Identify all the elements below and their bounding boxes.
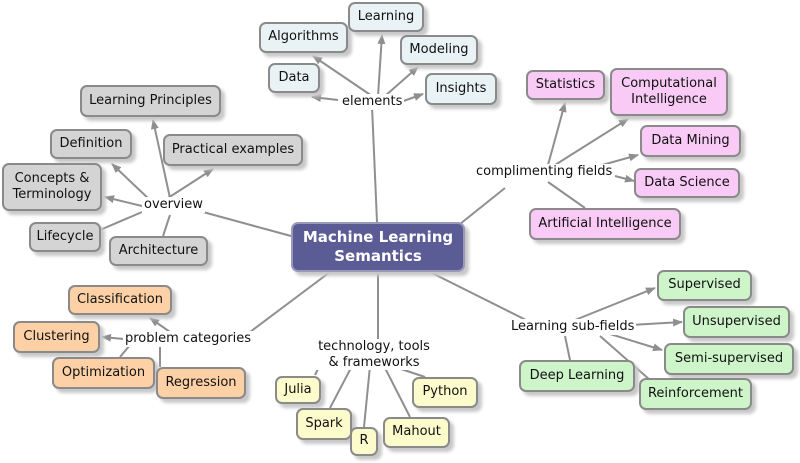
connector-line: [104, 195, 143, 207]
node-semi-supervised[interactable]: Semi-supervised: [664, 343, 794, 375]
technology-tools-label: technology, tools & frameworks: [316, 339, 432, 371]
node-regression[interactable]: Regression: [156, 367, 246, 399]
node-insights[interactable]: Insights: [425, 73, 497, 105]
node-python[interactable]: Python: [412, 377, 478, 408]
connector-line: [377, 34, 386, 97]
connector-line: [329, 365, 353, 409]
node-lifecycle[interactable]: Lifecycle: [29, 222, 101, 252]
connector-line: [363, 365, 371, 428]
connector-line: [202, 211, 292, 237]
connector-line: [569, 287, 656, 323]
connector-line: [384, 66, 419, 97]
connector-line: [547, 181, 586, 209]
connector-line: [614, 174, 635, 183]
node-definition[interactable]: Definition: [50, 129, 132, 159]
node-concepts-terminology[interactable]: Concepts & Terminology: [2, 163, 102, 211]
node-data-mining[interactable]: Data Mining: [640, 125, 741, 157]
node-learning[interactable]: Learning: [348, 2, 424, 32]
overview-label: overview: [142, 197, 205, 213]
node-classification[interactable]: Classification: [68, 285, 172, 315]
node-reinforcement[interactable]: Reinforcement: [639, 378, 752, 410]
node-unsupervised[interactable]: Unsupervised: [683, 306, 790, 338]
connector-line: [459, 187, 506, 225]
connector-line: [311, 94, 339, 103]
node-statistics[interactable]: Statistics: [526, 70, 605, 100]
elements-label: elements: [340, 94, 405, 110]
node-julia[interactable]: Julia: [275, 376, 321, 404]
node-algorithms[interactable]: Algorithms: [259, 22, 348, 53]
connector-line: [554, 118, 629, 166]
central-topic[interactable]: Machine Learning Semantics: [291, 222, 465, 272]
node-practical-examples[interactable]: Practical examples: [163, 134, 303, 166]
problem-categories-label: problem categories: [123, 331, 254, 347]
node-architecture[interactable]: Architecture: [109, 236, 208, 266]
node-mahout[interactable]: Mahout: [383, 417, 450, 448]
connector-line: [119, 344, 131, 358]
connector-line: [547, 102, 567, 166]
node-artificial-intelligence[interactable]: Artificial Intelligence: [529, 208, 681, 240]
connector-line: [249, 271, 331, 333]
connector-line: [312, 55, 373, 97]
connector-line: [99, 211, 143, 231]
node-clustering[interactable]: Clustering: [13, 321, 100, 353]
node-spark[interactable]: Spark: [296, 408, 352, 440]
complimenting-fields-label: complimenting fields: [474, 164, 615, 180]
node-deep-learning[interactable]: Deep Learning: [519, 360, 635, 392]
connector-line: [429, 271, 531, 323]
connector-line: [609, 333, 663, 352]
node-data-science[interactable]: Data Science: [634, 168, 740, 198]
node-computational-intelligence[interactable]: Computational Intelligence: [610, 68, 728, 116]
connector-line: [564, 335, 571, 361]
connector-line: [162, 214, 171, 237]
connector-line: [371, 105, 378, 223]
connector-line: [101, 333, 125, 342]
node-learning-principles[interactable]: Learning Principles: [80, 85, 221, 117]
learning-subfields-label: Learning sub-fields: [509, 319, 637, 335]
node-supervised[interactable]: Supervised: [657, 270, 752, 301]
node-r[interactable]: R: [350, 427, 378, 456]
connector-line: [599, 335, 651, 381]
connector-line: [111, 163, 151, 201]
node-data[interactable]: Data: [268, 63, 320, 93]
connector-line: [383, 365, 411, 418]
node-optimization[interactable]: Optimization: [52, 357, 155, 389]
node-modeling[interactable]: Modeling: [400, 35, 478, 65]
connector-line: [149, 317, 171, 333]
connector-line: [167, 168, 214, 199]
connector-line: [151, 119, 171, 199]
